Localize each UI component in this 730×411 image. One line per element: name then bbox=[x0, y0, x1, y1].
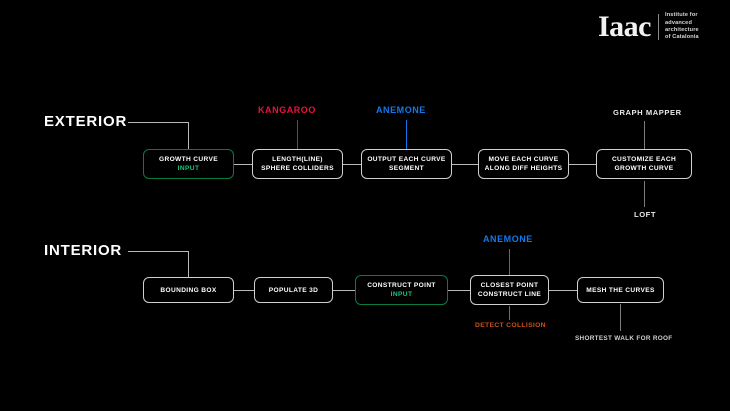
annotation-loft-connector bbox=[644, 181, 645, 207]
annotation-anemone-exterior-connector bbox=[406, 120, 407, 149]
interior-connector-2 bbox=[333, 290, 355, 291]
node-move-line1: MOVE EACH CURVE bbox=[488, 156, 559, 163]
section-label-exterior: EXTERIOR bbox=[44, 113, 128, 130]
annotation-kangaroo-connector bbox=[297, 120, 298, 149]
exterior-elbow-vertical bbox=[188, 122, 189, 149]
annotation-anemone-interior: ANEMONE bbox=[483, 234, 533, 244]
node-length-line2: SPHERE COLLIDERS bbox=[261, 165, 334, 172]
node-closest-point-line1: CLOSEST POINT bbox=[480, 282, 539, 289]
annotation-detect-collision: DETECT COLLISION bbox=[475, 322, 546, 329]
node-bounding-box[interactable]: BOUNDING BOX bbox=[143, 277, 234, 303]
annotation-shortest-walk-connector bbox=[620, 304, 621, 331]
node-closest-point-construct-line[interactable]: CLOSEST POINT CONSTRUCT LINE bbox=[470, 275, 549, 305]
exterior-connector-2 bbox=[343, 164, 361, 165]
exterior-connector-4 bbox=[569, 164, 596, 165]
interior-connector-1 bbox=[234, 290, 254, 291]
annotation-anemone-exterior: ANEMONE bbox=[376, 105, 426, 115]
node-mesh-the-curves[interactable]: MESH THE CURVES bbox=[577, 277, 664, 303]
interior-elbow-vertical bbox=[188, 251, 189, 277]
node-populate-3d-label: POPULATE 3D bbox=[268, 286, 319, 294]
node-construct-point-line1: CONSTRUCT POINT bbox=[367, 282, 436, 289]
exterior-connector-1 bbox=[234, 164, 252, 165]
interior-connector-3 bbox=[448, 290, 470, 291]
interior-connector-4 bbox=[549, 290, 577, 291]
node-construct-point-line2: INPUT bbox=[390, 291, 413, 298]
node-customize-line2: GROWTH CURVE bbox=[614, 165, 674, 172]
node-construct-point[interactable]: CONSTRUCT POINT INPUT bbox=[355, 275, 448, 305]
annotation-kangaroo: KANGAROO bbox=[258, 105, 316, 115]
node-move-line2: ALONG DIFF HEIGHTS bbox=[484, 165, 563, 172]
annotation-graph-mapper: GRAPH MAPPER bbox=[613, 108, 682, 117]
node-output-line1: OUTPUT EACH CURVE bbox=[367, 156, 446, 163]
exterior-connector-3 bbox=[452, 164, 478, 165]
node-growth-curve-line2: INPUT bbox=[177, 165, 200, 172]
node-populate-3d[interactable]: POPULATE 3D bbox=[254, 277, 333, 303]
logo-tagline: Institute for advanced architecture of C… bbox=[665, 12, 699, 41]
annotation-loft: LOFT bbox=[634, 210, 657, 219]
node-length-sphere-colliders[interactable]: LENGTH(LINE) SPHERE COLLIDERS bbox=[252, 149, 343, 179]
section-label-interior: INTERIOR bbox=[44, 242, 123, 259]
interior-elbow-horizontal bbox=[128, 251, 188, 252]
node-bounding-box-label: BOUNDING BOX bbox=[160, 286, 217, 294]
annotation-shortest-walk-for-roof: SHORTEST WALK FOR ROOF bbox=[575, 335, 673, 342]
annotation-detect-collision-connector bbox=[509, 306, 510, 320]
node-growth-curve-line1: GROWTH CURVE bbox=[158, 156, 219, 163]
node-output-line2: SEGMENT bbox=[388, 165, 425, 172]
node-output-curve-segment[interactable]: OUTPUT EACH CURVE SEGMENT bbox=[361, 149, 452, 179]
logo-wordmark: Iaac bbox=[598, 10, 652, 43]
exterior-elbow-horizontal bbox=[128, 122, 188, 123]
node-length-line1: LENGTH(LINE) bbox=[272, 156, 323, 163]
iaac-logo: Iaac Institute for advanced architecture… bbox=[598, 10, 699, 44]
node-customize-line1: CUSTOMIZE EACH bbox=[611, 156, 677, 163]
annotation-anemone-interior-connector bbox=[509, 249, 510, 275]
node-growth-curve[interactable]: GROWTH CURVE INPUT bbox=[143, 149, 234, 179]
node-move-curve-heights[interactable]: MOVE EACH CURVE ALONG DIFF HEIGHTS bbox=[478, 149, 569, 179]
logo-divider bbox=[658, 14, 659, 40]
annotation-graph-mapper-connector bbox=[644, 121, 645, 149]
node-mesh-the-curves-label: MESH THE CURVES bbox=[586, 286, 655, 294]
node-closest-point-line2: CONSTRUCT LINE bbox=[477, 291, 542, 298]
node-customize-growth-curve[interactable]: CUSTOMIZE EACH GROWTH CURVE bbox=[596, 149, 692, 179]
